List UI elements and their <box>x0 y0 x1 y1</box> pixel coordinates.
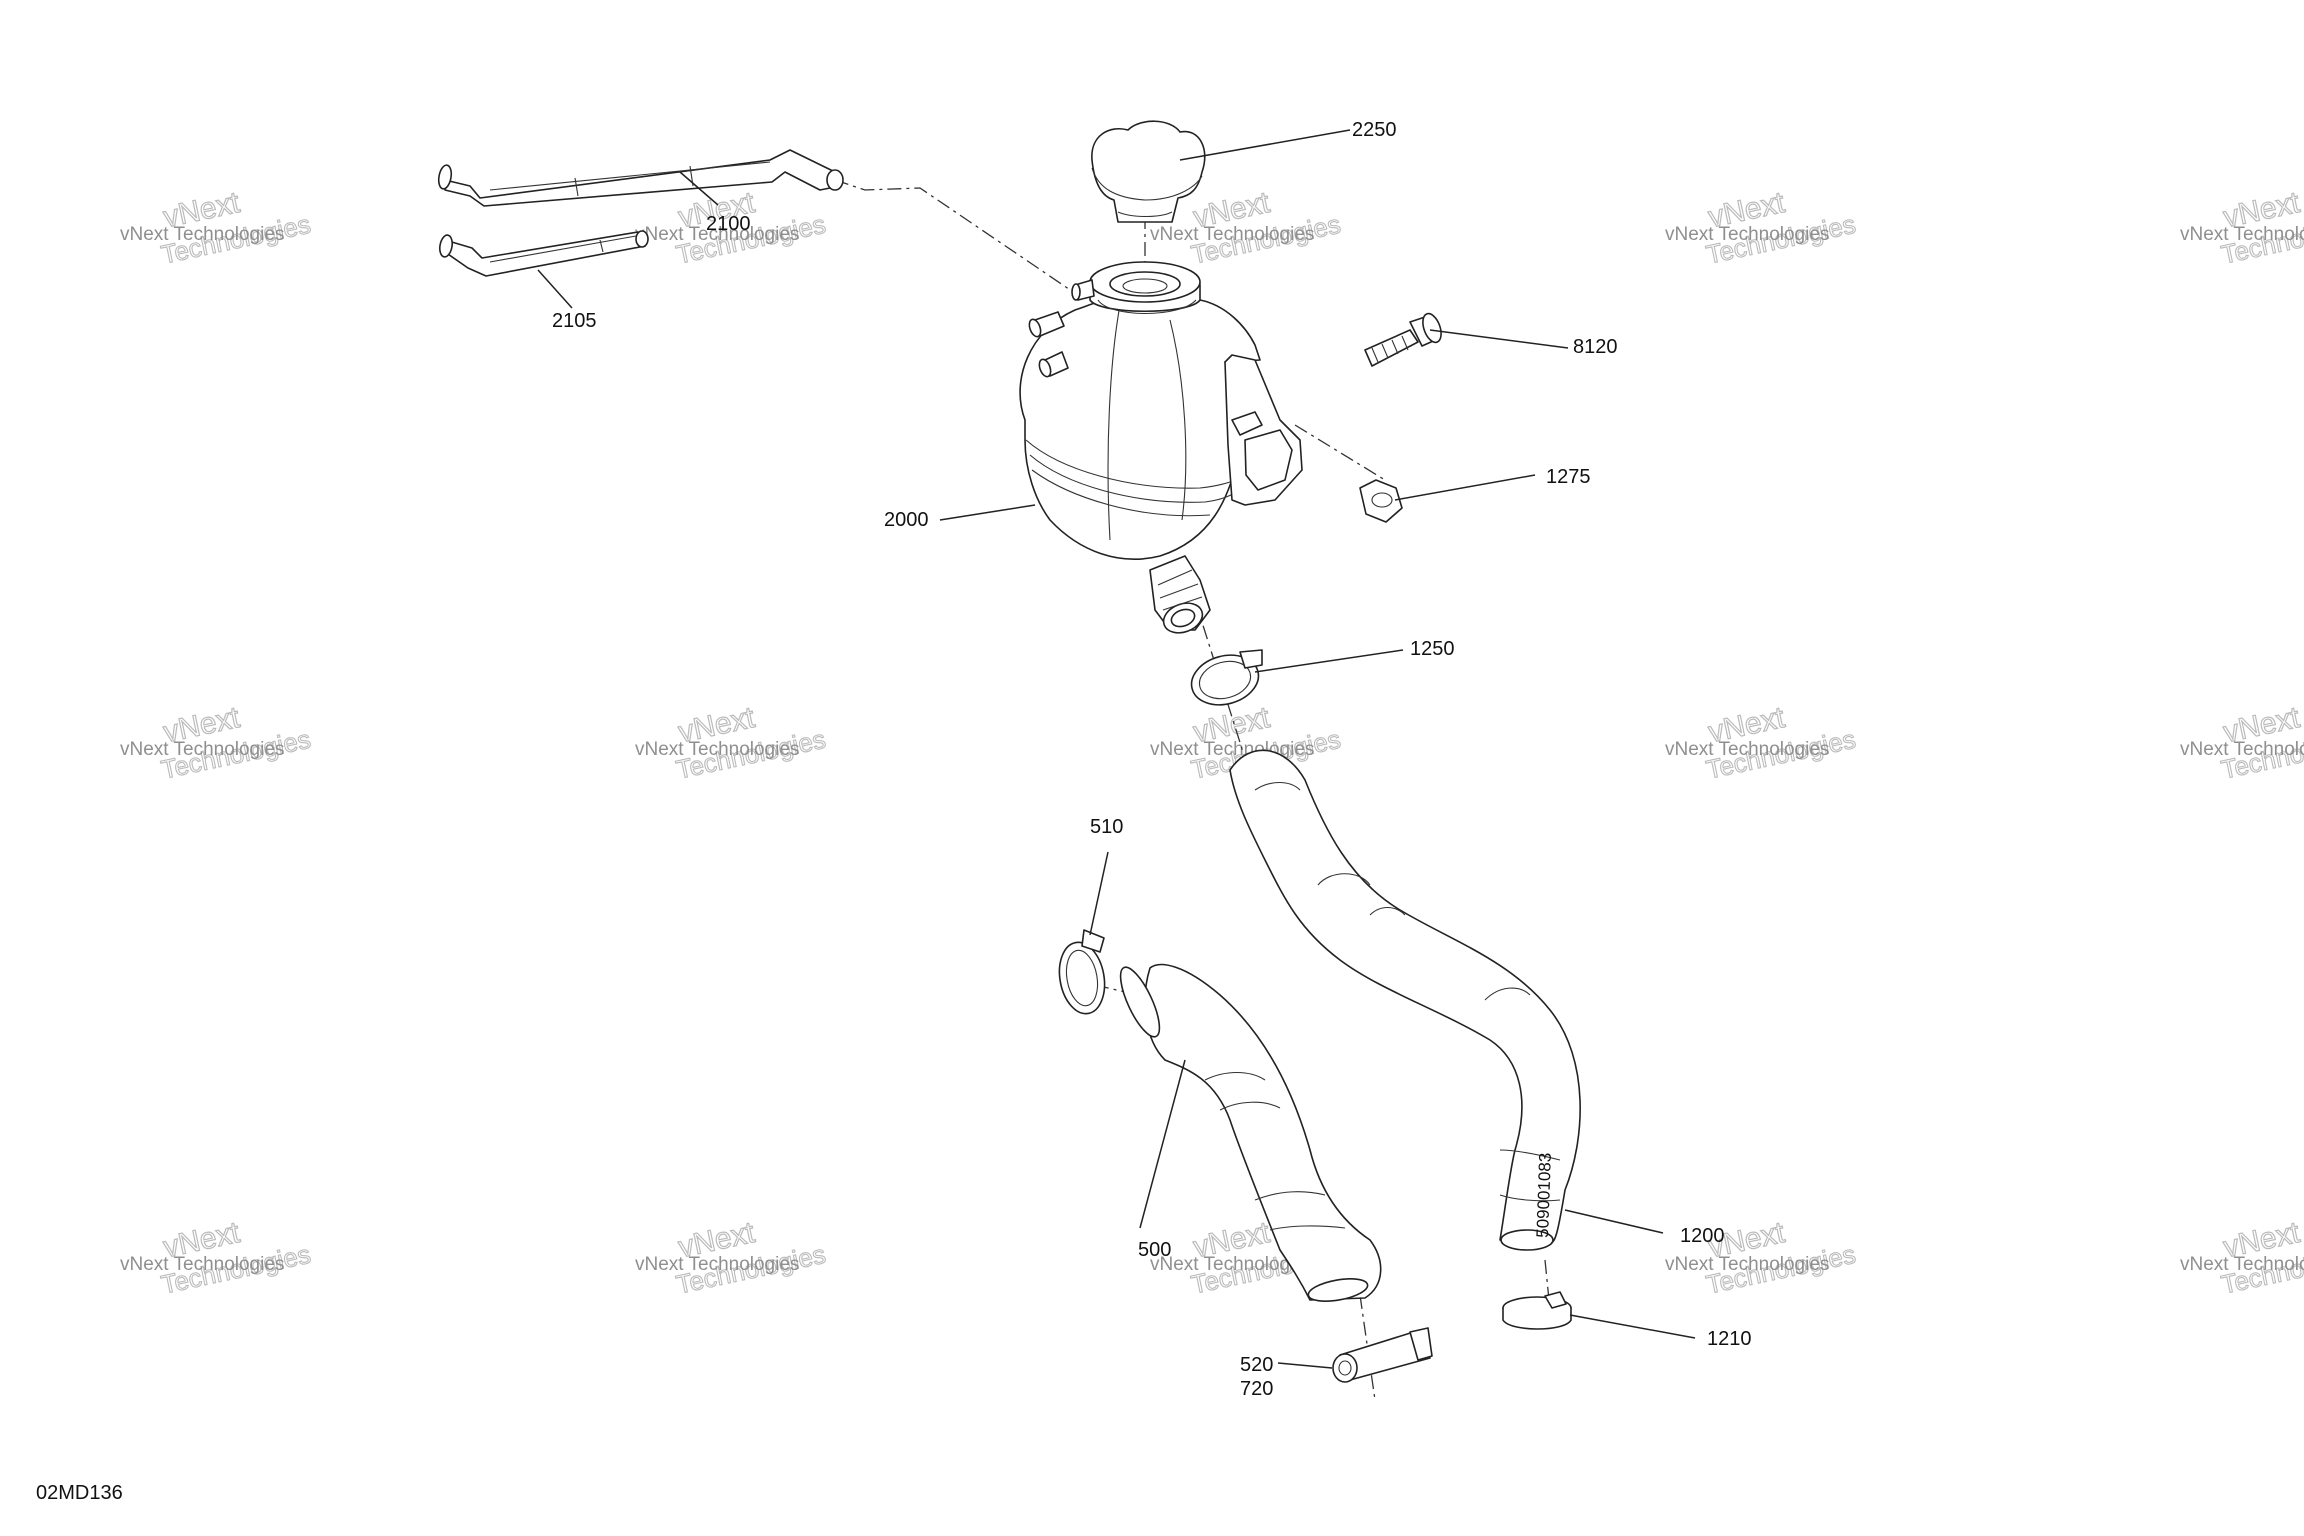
screw-8120[interactable] <box>1364 311 1445 367</box>
svg-text:vNext Technologies: vNext Technologies <box>1665 739 1829 760</box>
callout-1200: 1200 <box>1680 1225 1725 1247</box>
watermark: vNext Technologies vNext Technologies <box>1665 1215 1859 1300</box>
callout-510: 510 <box>1090 816 1123 838</box>
callout-2105: 2105 <box>552 310 597 332</box>
callout-labels: 2250 2100 2105 8120 1275 2000 1250 510 5… <box>552 119 1752 1400</box>
hose-2105[interactable] <box>438 230 649 277</box>
hose-clamp-1250[interactable] <box>1186 648 1264 712</box>
callout-520: 520 <box>1240 1354 1273 1376</box>
callout-1210: 1210 <box>1707 1328 1752 1350</box>
svg-text:vNext Technologies: vNext Technologies <box>120 1254 284 1275</box>
watermark: vNext Technologies vNext Technologies <box>120 185 314 270</box>
hose-500[interactable] <box>1113 962 1382 1305</box>
svg-text:vNext Technologies: vNext Technologies <box>2180 1254 2304 1275</box>
svg-text:vNext Technologies: vNext Technologies <box>2180 739 2304 760</box>
watermark: vNext Technologies vNext Technologies <box>635 1215 829 1300</box>
svg-text:vNext Technologies: vNext Technologies <box>120 224 284 245</box>
svg-text:vNext Technologies: vNext Technologies <box>1665 224 1829 245</box>
svg-text:vNext Technologies: vNext Technologies <box>1150 224 1314 245</box>
watermark: vNext Technologies vNext Technologies <box>2180 1215 2304 1300</box>
callout-8120: 8120 <box>1573 336 1618 358</box>
svg-text:vNext Technologies: vNext Technologies <box>1150 739 1314 760</box>
watermark: vNext Technologies vNext Technologies <box>120 1215 314 1300</box>
watermark: vNext Technologies vNext Technologies <box>2180 700 2304 785</box>
svg-text:vNext Technologies: vNext Technologies <box>2180 224 2304 245</box>
hose-marking: 509001083 <box>1533 1152 1555 1238</box>
callout-2100: 2100 <box>706 213 751 235</box>
callout-500: 500 <box>1138 1239 1171 1261</box>
svg-text:vNext Technologies: vNext Technologies <box>635 739 799 760</box>
watermark: vNext Technologies vNext Technologies <box>1665 185 1859 270</box>
hose-clamp-510[interactable] <box>1054 929 1110 1017</box>
watermark: vNext Technologies vNext Technologies <box>1665 700 1859 785</box>
svg-text:vNext Technologies: vNext Technologies <box>1665 1254 1829 1275</box>
nut-1275[interactable] <box>1359 479 1403 523</box>
coolant-reservoir-2000[interactable] <box>1019 261 1303 638</box>
hose-2100[interactable] <box>437 149 844 207</box>
svg-text:vNext Technologies: vNext Technologies <box>635 1254 799 1275</box>
pressure-cap-2250[interactable] <box>1091 120 1206 223</box>
watermark: vNext Technologies vNext Technologies <box>2180 185 2304 270</box>
watermark: vNext Technologies vNext Technologies <box>120 700 314 785</box>
watermark: vNext Technologies vNext Technologies <box>635 700 829 785</box>
svg-text:vNext Technologies: vNext Technologies <box>120 739 284 760</box>
callout-1250: 1250 <box>1410 638 1455 660</box>
hose-clamp-1210[interactable] <box>1502 1291 1572 1330</box>
callout-2000: 2000 <box>884 509 929 531</box>
svg-text:vNext Technologies: vNext Technologies <box>635 224 799 245</box>
callout-1275: 1275 <box>1546 466 1591 488</box>
diagram-code: 02MD136 <box>36 1482 123 1504</box>
svg-text:vNext Technologies: vNext Technologies <box>1150 1254 1314 1275</box>
callout-2250: 2250 <box>1352 119 1397 141</box>
callout-720: 720 <box>1240 1378 1273 1400</box>
hose-clamp-520[interactable] <box>1332 1327 1433 1383</box>
leader-lines <box>537 129 1696 1369</box>
hose-1200[interactable]: 509001083 <box>1229 749 1581 1251</box>
